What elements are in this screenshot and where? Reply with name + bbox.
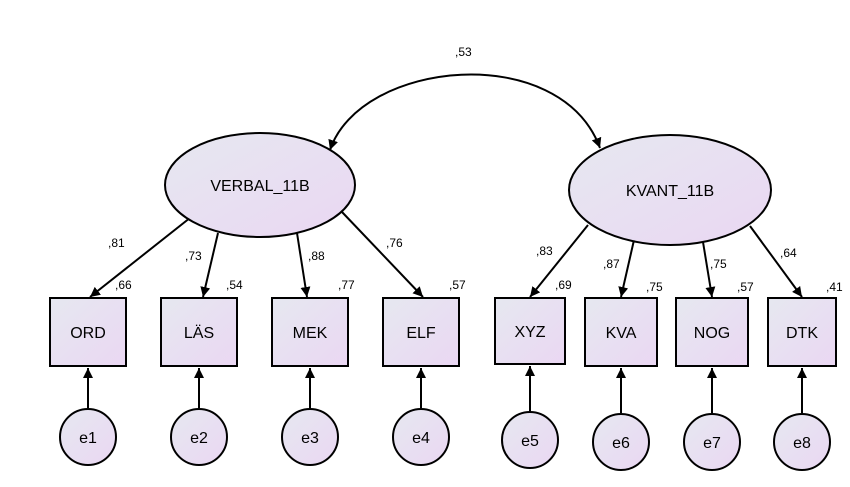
latent-kvant-label: KVANT_11B [626, 183, 714, 200]
loading-kva: ,87 [603, 257, 620, 271]
error-e7-label: e7 [703, 435, 721, 452]
box-las-label: LÄS [184, 324, 214, 342]
latent-verbal: VERBAL_11B [164, 132, 356, 238]
box-mek-label: MEK [293, 325, 328, 342]
error-e2-label: e2 [190, 430, 208, 447]
error-e4-label: e4 [412, 430, 430, 447]
box-elf-label: ELF [406, 325, 436, 342]
r2-ord: ,66 [115, 278, 132, 292]
loading-nog: ,75 [710, 257, 727, 271]
loading-elf: ,76 [386, 236, 403, 250]
loading-paths [89, 209, 803, 298]
error-e4 [392, 408, 450, 466]
box-nog-label: NOG [694, 325, 730, 342]
error-circles: e1 e2 e3 e4 e5 e6 e7 e8 [59, 408, 831, 471]
box-kva-label: KVA [606, 325, 637, 342]
box-mek [271, 297, 349, 367]
error-e6 [592, 413, 650, 471]
latent-verbal-label: VERBAL_11B [210, 178, 309, 195]
box-ord [49, 297, 127, 367]
latent-verbal-ellipse [164, 132, 356, 238]
box-ord-label: ORD [70, 325, 106, 342]
latent-kvant: KVANT_11B [568, 134, 772, 246]
path-kvant-dtk [749, 225, 803, 298]
r2-las: ,54 [226, 278, 243, 292]
error-e3-label: e3 [301, 430, 319, 447]
error-e6-label: e6 [612, 435, 630, 452]
correlation-value: ,53 [455, 45, 472, 59]
loading-ord: ,81 [108, 236, 125, 250]
loading-coefficients: ,81 ,73 ,88 ,76 ,83 ,87 ,75 ,64 [108, 236, 797, 271]
error-e7 [683, 413, 741, 471]
error-paths [83, 366, 807, 413]
r2-elf: ,57 [449, 278, 466, 292]
box-elf [382, 297, 460, 367]
loading-xyz: ,83 [536, 244, 553, 258]
path-verbal-mek [296, 232, 311, 298]
loading-dtk: ,64 [780, 246, 797, 260]
error-e5-label: e5 [521, 433, 539, 450]
path-verbal-elf [341, 211, 424, 298]
box-dtk-label: DTK [786, 325, 818, 342]
observed-boxes: ORD LÄS MEK ELF XYZ KVA NOG DTK [49, 297, 837, 367]
error-e3 [281, 408, 339, 466]
r2-dtk: ,41 [826, 280, 843, 294]
box-las [160, 297, 238, 367]
error-e8-label: e8 [793, 435, 811, 452]
error-e8 [773, 413, 831, 471]
path-kvant-xyz [529, 224, 589, 298]
box-dtk [767, 297, 837, 367]
r2-mek: ,77 [338, 278, 355, 292]
error-e1 [59, 408, 117, 466]
r2-xyz: ,69 [555, 278, 572, 292]
correlation-arc [328, 73, 602, 151]
error-e5 [501, 411, 559, 469]
error-e2 [170, 408, 228, 466]
r2-nog: ,57 [737, 280, 754, 294]
latent-kvant-ellipse [568, 134, 772, 246]
loading-mek: ,88 [308, 249, 325, 263]
box-kva [584, 297, 658, 367]
path-kvant-kva [618, 239, 635, 298]
path-kvant-nog [702, 241, 716, 298]
error-e1-label: e1 [79, 430, 97, 447]
box-xyz [494, 297, 566, 365]
path-verbal-ord [89, 209, 201, 298]
box-nog [675, 297, 749, 367]
box-xyz-label: XYZ [514, 324, 545, 341]
path-verbal-las [200, 232, 219, 298]
loading-las: ,73 [185, 249, 202, 263]
r-squared-values: ,66 ,54 ,77 ,57 ,69 ,75 ,57 ,41 [115, 278, 843, 294]
r2-kva: ,75 [646, 280, 663, 294]
